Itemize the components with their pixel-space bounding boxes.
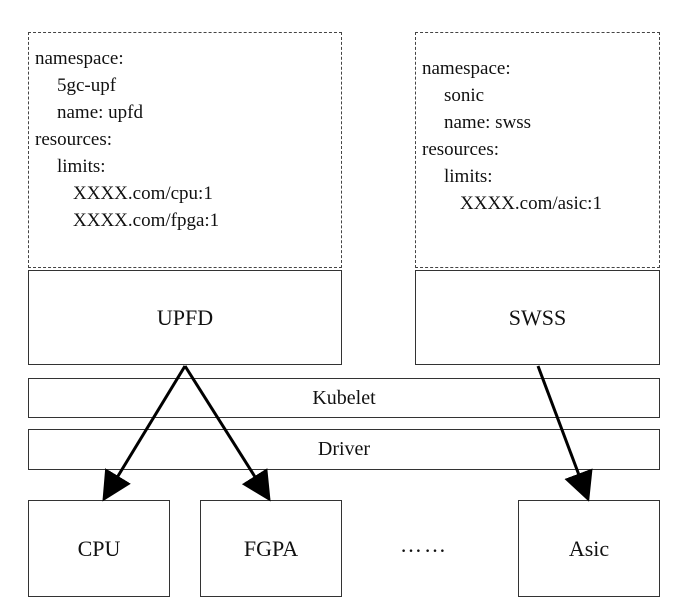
- upfd-cpu-limit: XXXX.com/cpu:1: [73, 183, 213, 204]
- upfd-namespace-key: namespace:: [35, 48, 124, 69]
- upfd-pod-box: UPFD: [28, 270, 342, 365]
- upfd-pod-label: UPFD: [156, 304, 214, 330]
- swss-limits-key: limits:: [444, 166, 493, 187]
- cpu-label: CPU: [77, 535, 121, 561]
- swss-namespace-key: namespace:: [422, 58, 511, 79]
- arrow-upfd-to-cpu: [102, 365, 187, 502]
- upfd-limits-key: limits:: [57, 156, 106, 177]
- upfd-resources-key: resources:: [35, 129, 113, 150]
- asic-device-box: Asic: [518, 500, 660, 597]
- ellipsis-text: ……: [400, 532, 448, 557]
- swss-namespace-value: sonic: [444, 85, 485, 106]
- arrow-swss-to-asic: [536, 365, 593, 502]
- upfd-namespace-value: 5gc-upf: [57, 75, 117, 96]
- driver-label: Driver: [317, 438, 371, 460]
- swss-name: name: swss: [444, 112, 532, 133]
- swss-pod-box: SWSS: [415, 270, 660, 365]
- swss-resources-key: resources:: [422, 139, 500, 160]
- kubelet-label: Kubelet: [312, 386, 376, 409]
- asic-label: Asic: [568, 535, 610, 561]
- cpu-device-box: CPU: [28, 500, 170, 597]
- arrow-upfd-to-fgpa: [183, 365, 271, 502]
- fgpa-label: FGPA: [243, 535, 299, 561]
- upfd-name: name: upfd: [57, 102, 144, 123]
- fgpa-device-box: FGPA: [200, 500, 342, 597]
- swss-spec-box: namespace: sonic name: swss resources: l…: [415, 32, 660, 268]
- upfd-spec-box: namespace: 5gc-upf name: upfd resources:…: [28, 32, 342, 268]
- swss-asic-limit: XXXX.com/asic:1: [460, 193, 602, 214]
- swss-pod-label: SWSS: [508, 304, 567, 330]
- upfd-fpga-limit: XXXX.com/fpga:1: [73, 210, 220, 231]
